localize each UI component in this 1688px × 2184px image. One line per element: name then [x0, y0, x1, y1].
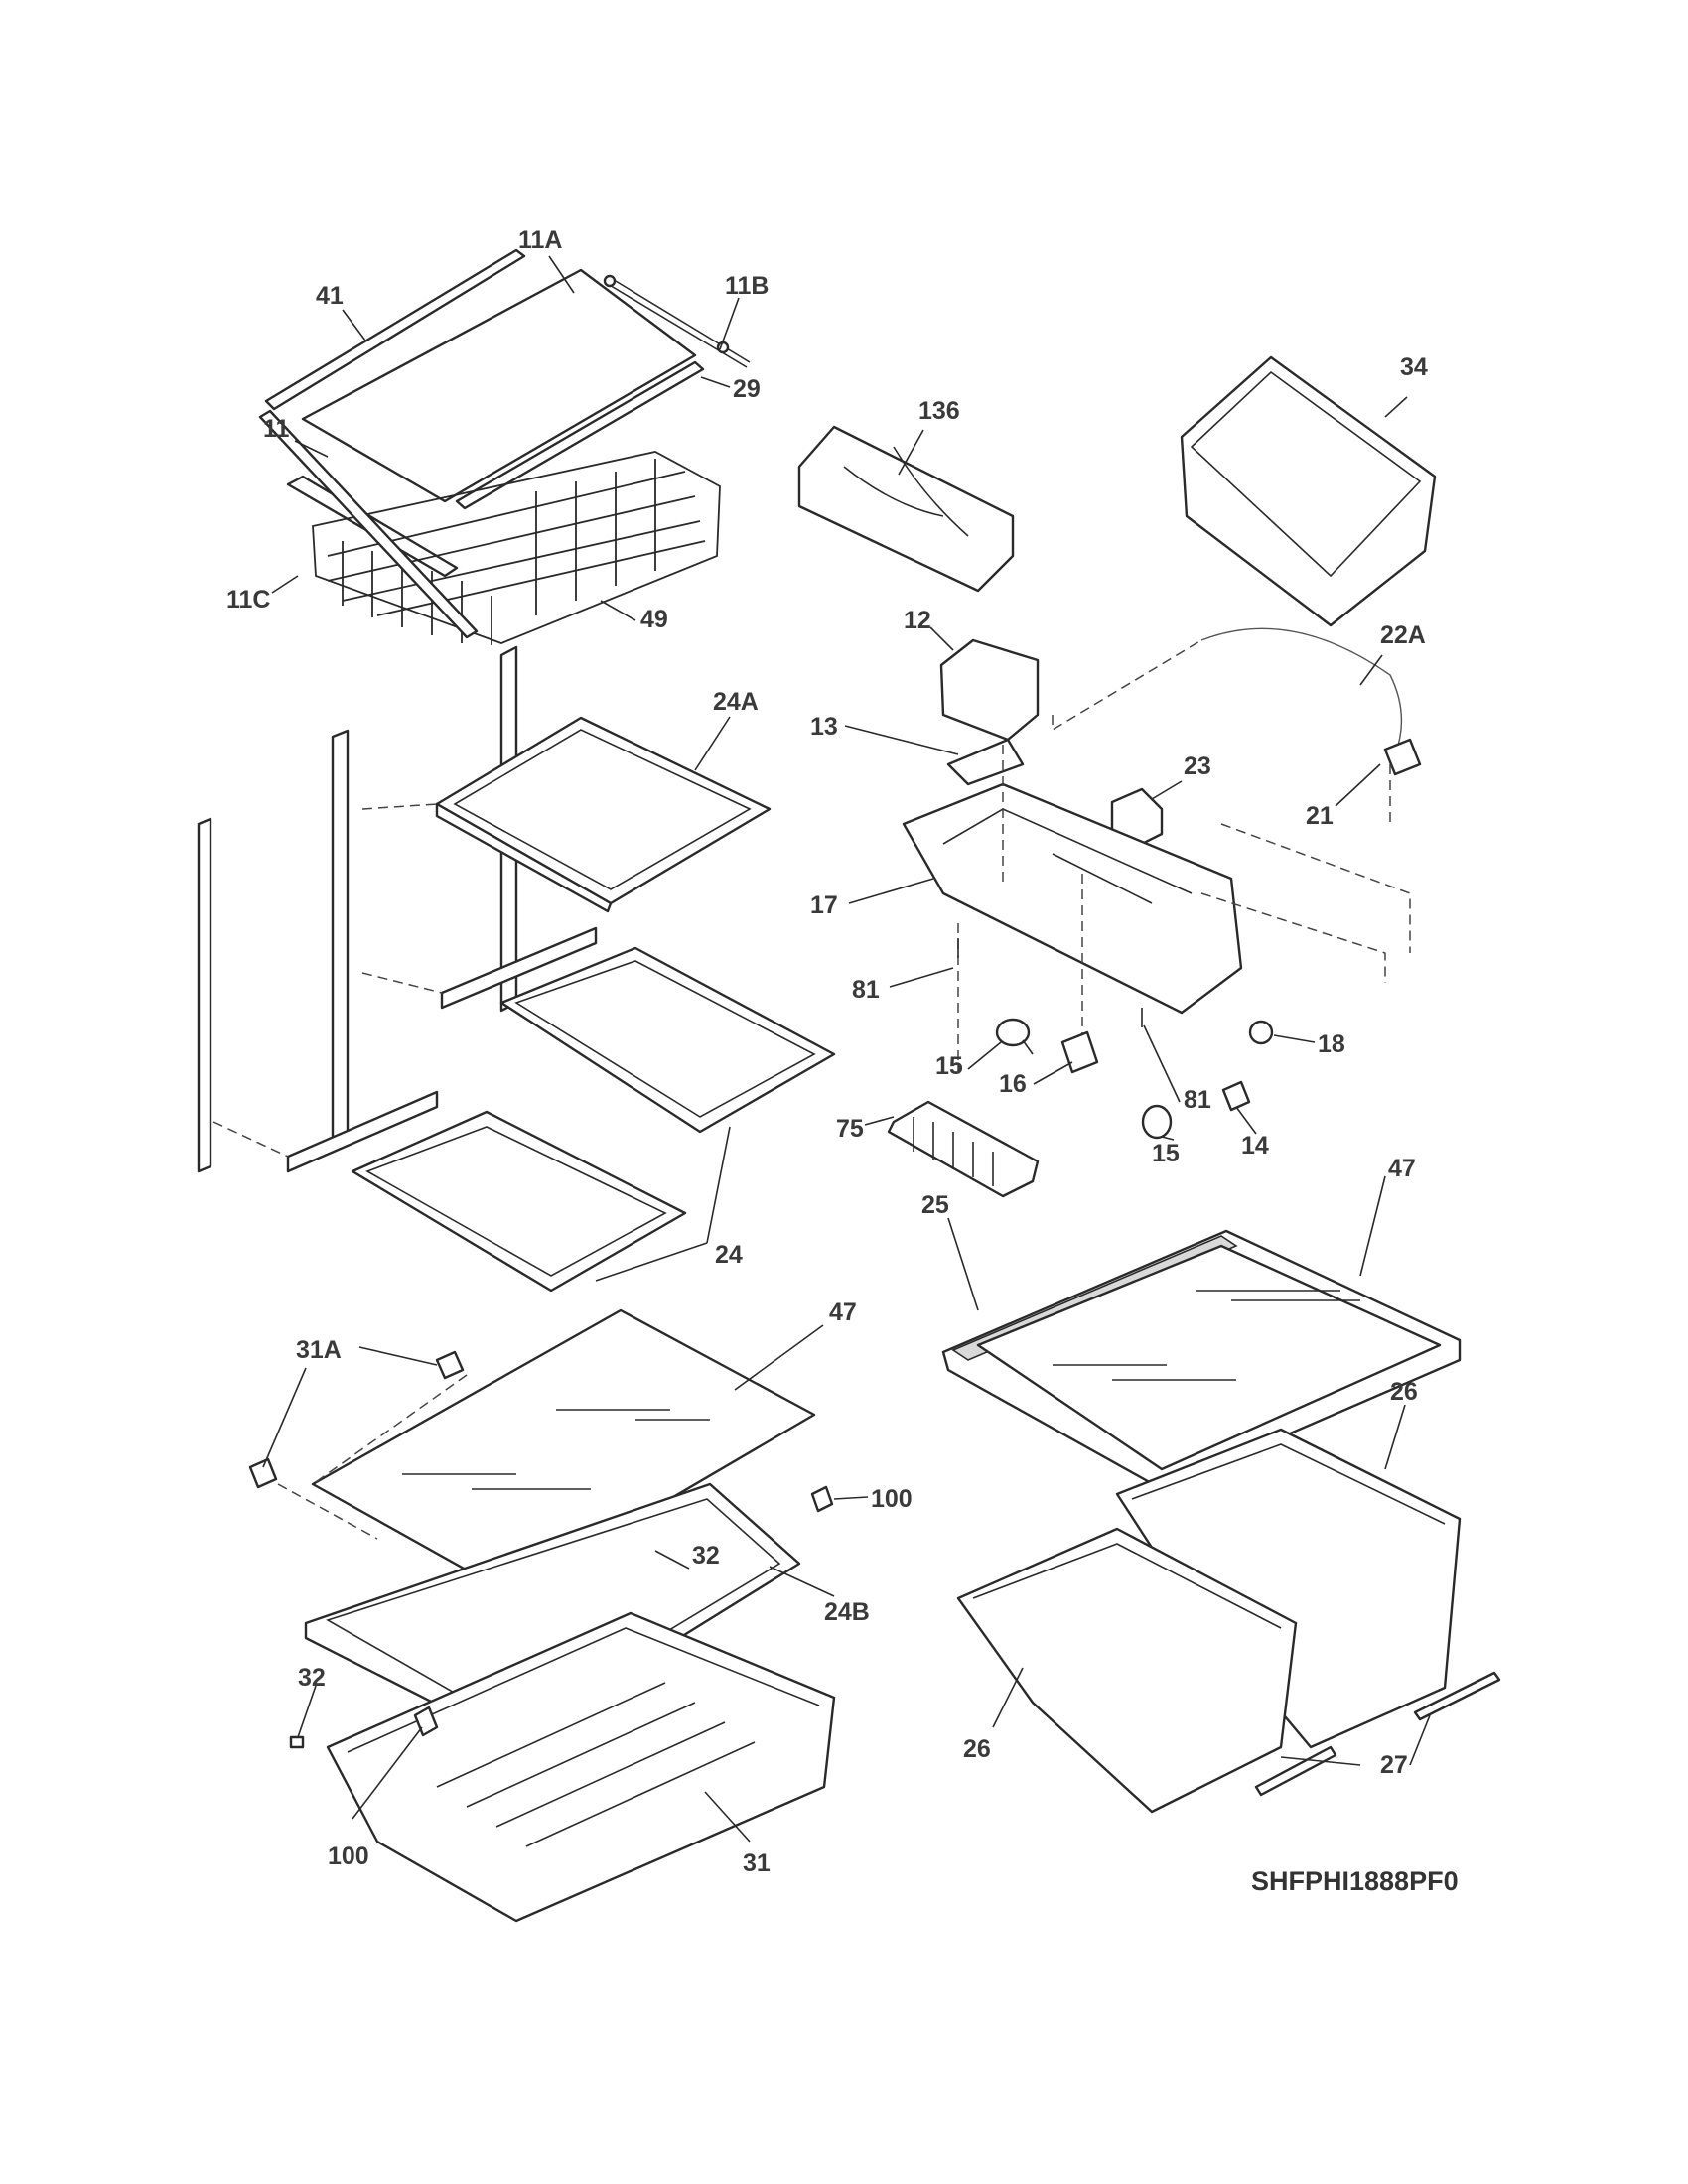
label-81-right: 81: [1184, 1086, 1211, 1114]
part-47-glass-right: [976, 1244, 1442, 1471]
part-14-switch: [1221, 1080, 1251, 1112]
label-81-left: 81: [852, 976, 880, 1004]
part-49-wire-basket: [312, 451, 721, 645]
part-11B-rail: [603, 274, 751, 368]
label-31: 31: [743, 1849, 771, 1877]
label-22A: 22A: [1380, 621, 1426, 649]
part-24A-shelf: [435, 716, 772, 913]
part-17-light-housing: [902, 782, 1243, 1015]
label-26-rear: 26: [1390, 1378, 1418, 1406]
label-17: 17: [810, 891, 838, 919]
label-31A: 31A: [296, 1336, 342, 1364]
label-13: 13: [810, 713, 838, 741]
part-22A-wire-harness: [1052, 627, 1403, 755]
label-32-upper: 32: [692, 1542, 720, 1570]
part-24-shelf-upper: [440, 926, 836, 1134]
part-18-knob: [1248, 1020, 1274, 1045]
label-11B: 11B: [725, 272, 769, 300]
label-47-right: 47: [1388, 1155, 1416, 1182]
part-21-connector: [1383, 738, 1422, 776]
label-41: 41: [316, 282, 344, 310]
label-25: 25: [921, 1191, 949, 1219]
label-12: 12: [904, 607, 931, 634]
part-number-labels: 11A 11B 41 29 11 11C 49 136 34 12 22A 24…: [226, 226, 1428, 1877]
label-75: 75: [836, 1115, 864, 1143]
part-11A-glass-panel: [301, 268, 697, 503]
part-16-socket: [1060, 1030, 1099, 1074]
part-31A-bracket-lower: [248, 1457, 278, 1489]
part-15-bulb-lower: [1141, 1104, 1173, 1140]
part-11C-side-rail: [258, 409, 479, 639]
shelf-dash-lines: [212, 803, 443, 1158]
part-31-crisper-pan: [326, 1611, 836, 1923]
label-32-lower: 32: [298, 1664, 326, 1692]
label-29: 29: [733, 375, 761, 403]
label-11: 11: [263, 415, 290, 443]
label-34: 34: [1400, 353, 1428, 381]
label-24B: 24B: [824, 1598, 870, 1626]
label-15-lower: 15: [1152, 1140, 1180, 1167]
label-24: 24: [715, 1241, 743, 1269]
part-41-trim: [264, 248, 526, 411]
part-29-trim: [455, 360, 705, 510]
label-11A: 11A: [518, 226, 562, 254]
part-136-egg-tray: [797, 425, 1015, 593]
left-dash-lines: [277, 1374, 468, 1540]
label-100-upper: 100: [871, 1485, 913, 1513]
label-18: 18: [1318, 1030, 1345, 1058]
leader-lines: [262, 255, 1431, 1843]
label-15-upper: 15: [935, 1052, 963, 1080]
part-15-bulb-upper: [995, 1018, 1034, 1055]
part-47-glass-left: [311, 1308, 816, 1595]
label-21: 21: [1306, 802, 1334, 830]
label-136: 136: [918, 397, 960, 425]
part-24-shelf-lower: [286, 1090, 687, 1293]
label-23: 23: [1184, 752, 1211, 780]
label-14: 14: [1241, 1132, 1269, 1160]
part-100-clip-upper: [810, 1485, 834, 1513]
part-75-lens: [887, 1100, 1040, 1198]
wall-ladder-rear: [197, 645, 518, 1173]
label-49: 49: [640, 606, 668, 633]
label-27: 27: [1380, 1751, 1408, 1779]
label-24A: 24A: [713, 688, 759, 716]
model-code: SHFPHI1888PF0: [1251, 1866, 1459, 1896]
label-26-front: 26: [963, 1735, 991, 1763]
part-26-bin-front: [956, 1527, 1298, 1814]
label-47-left: 47: [829, 1298, 857, 1326]
part-31A-bracket-upper: [435, 1350, 465, 1380]
part-32-pad-lower: [289, 1735, 305, 1749]
label-100-lower: 100: [328, 1843, 369, 1870]
part-34-bin: [1180, 355, 1437, 627]
part-13-baffle: [946, 738, 1025, 786]
part-27-slide-rails: [1254, 1671, 1501, 1797]
label-11C: 11C: [226, 586, 270, 614]
label-16: 16: [999, 1070, 1027, 1098]
part-12-housing-top: [939, 638, 1040, 742]
